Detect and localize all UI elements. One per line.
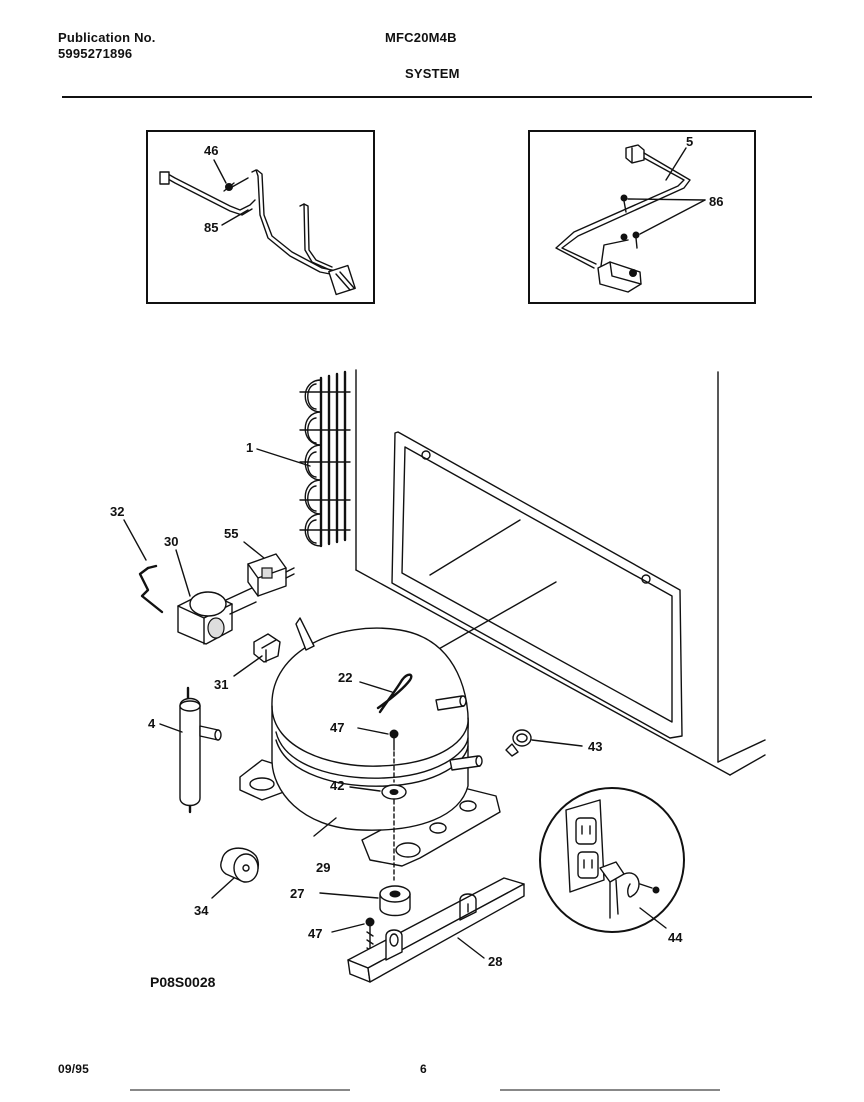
section-title: SYSTEM [405,66,460,81]
capacitor-34: 34 [194,847,260,918]
drawing-code: P08S0028 [150,974,216,990]
callout-29: 29 [316,860,330,875]
condenser: 1 [246,370,351,548]
callout-44: 44 [668,930,683,945]
drier-4: 4 [148,686,222,814]
publication-number: 5995271896 [58,46,133,61]
callout-46: 46 [204,143,218,158]
callout-30: 30 [164,534,178,549]
compressor-29: 29 [239,617,501,875]
callout-34: 34 [194,903,209,918]
inset-harness: 46 85 [146,130,375,304]
callout-86: 86 [709,194,723,209]
callout-47-lower: 47 [308,926,322,941]
callout-31: 31 [214,677,228,692]
bracket-32: 32 [110,504,164,614]
callout-47-upper: 47 [330,720,344,735]
screw-47-upper: 47 [330,720,399,881]
model-number: MFC20M4B [385,30,457,45]
callout-1: 1 [246,440,253,455]
callout-28: 28 [488,954,502,969]
cover-55: 55 [224,526,295,597]
callout-4: 4 [148,716,156,731]
cabinet [355,369,766,776]
callout-27: 27 [290,886,304,901]
relay-30: 30 [164,534,263,645]
callout-22: 22 [338,670,352,685]
rail-28: 28 [347,877,525,983]
callout-55: 55 [224,526,238,541]
inset-relay-cord: 5 86 [528,130,756,304]
clip-22: 22 [338,670,413,714]
callout-43: 43 [588,739,602,754]
callout-42: 42 [330,778,344,793]
clamp-43: 43 [505,729,602,757]
page-number: 6 [420,1062,427,1076]
callout-32: 32 [110,504,124,519]
callout-85: 85 [204,220,218,235]
clip-31: 31 [214,633,281,692]
footer-date: 09/95 [58,1062,90,1076]
screw-47-lower: 47 [308,917,375,967]
publication-label: Publication No. [58,30,156,45]
outlet-detail-44: 44 [539,787,685,945]
grommet-27: 27 [290,885,411,917]
grommet-42: 42 [330,778,407,800]
callout-5: 5 [686,134,693,149]
